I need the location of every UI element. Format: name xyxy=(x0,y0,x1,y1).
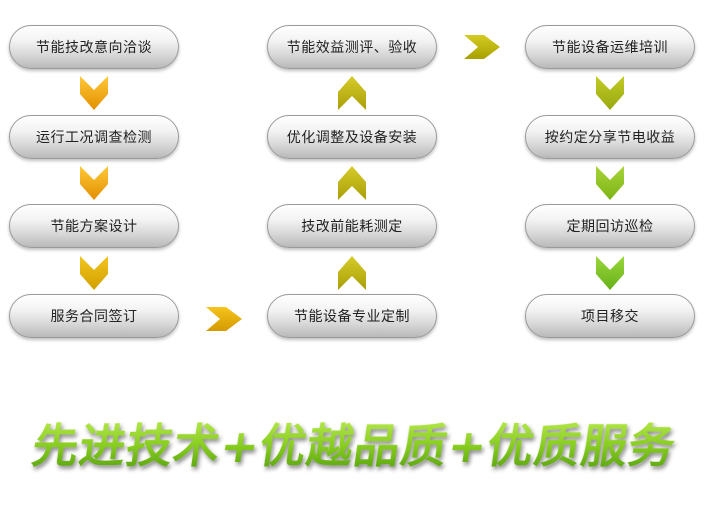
step-operation-training: 节能设备运维培训 xyxy=(525,25,695,69)
chevron-up-icon xyxy=(338,166,366,200)
step-pre-retrofit-energy-measurement: 技改前能耗测定 xyxy=(267,204,437,248)
chevron-down-icon xyxy=(596,166,624,200)
step-tech-intent-negotiation: 节能技改意向洽谈 xyxy=(9,25,179,69)
step-service-contract-signing: 服务合同签订 xyxy=(9,294,179,338)
chevron-right-icon xyxy=(464,35,500,59)
chevron-up-icon xyxy=(338,76,366,110)
step-energy-saving-plan-design: 节能方案设计 xyxy=(9,204,179,248)
chevron-down-icon xyxy=(80,76,108,110)
chevron-right-icon xyxy=(206,307,242,331)
step-custom-equipment-manufacture: 节能设备专业定制 xyxy=(267,294,437,338)
slogan-text: 先进技术+优越品质+优质服务 xyxy=(0,410,709,476)
step-project-handover: 项目移交 xyxy=(525,294,695,338)
chevron-down-icon xyxy=(596,76,624,110)
chevron-down-icon xyxy=(596,256,624,290)
chevron-down-icon xyxy=(80,166,108,200)
step-periodic-inspection: 定期回访巡检 xyxy=(525,204,695,248)
step-share-savings: 按约定分享节电收益 xyxy=(525,115,695,159)
step-operating-condition-survey: 运行工况调查检测 xyxy=(9,115,179,159)
chevron-up-icon xyxy=(338,256,366,290)
step-optimization-installation: 优化调整及设备安装 xyxy=(267,115,437,159)
chevron-down-icon xyxy=(80,256,108,290)
step-benefit-evaluation-acceptance: 节能效益测评、验收 xyxy=(267,25,437,69)
